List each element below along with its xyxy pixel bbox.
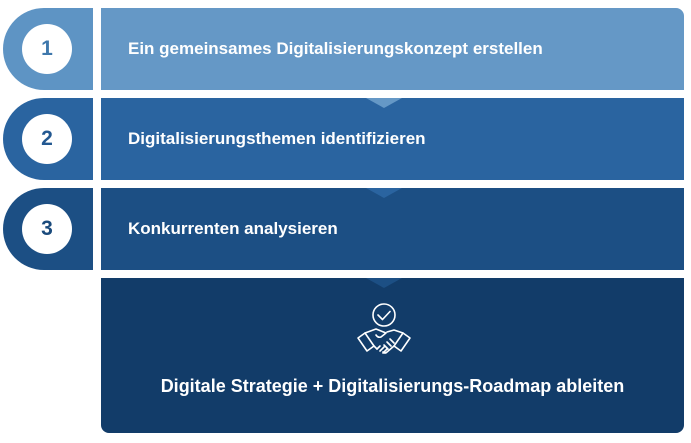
step-3-arrow [366,278,402,288]
result-label: Digitale Strategie + Digitalisierungs-Ro… [160,376,625,396]
result-box: Digitale Strategie + Digitalisierungs-Ro… [101,278,684,433]
step-3-number: 3 [22,204,72,254]
handshake-check-icon [357,303,411,354]
step-3-label: Konkurrenten analysieren [128,219,338,238]
step-2-tab: 2 [3,98,93,180]
step-1-arrow [366,98,402,108]
step-3-tab: 3 [3,188,93,270]
step-3-bar: Konkurrenten analysieren [101,188,684,270]
step-2-bar: Digitalisierungsthemen identifizieren [101,98,684,180]
step-1-tab: 1 [3,8,93,90]
step-1-number: 1 [22,24,72,74]
step-2-number: 2 [22,114,72,164]
step-2-arrow [366,188,402,198]
step-1-label: Ein gemeinsames Digitalisierungskonzept … [128,39,543,58]
step-1-bar: Ein gemeinsames Digitalisierungskonzept … [101,8,684,90]
step-2-label: Digitalisierungsthemen identifizieren [128,129,426,148]
